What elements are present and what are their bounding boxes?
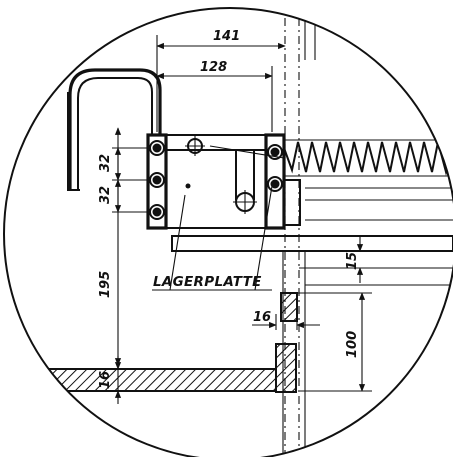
dim-32a-label: 32	[98, 154, 113, 172]
dim-141-label: 141	[213, 29, 240, 44]
dimension-16-left: 16	[98, 356, 122, 404]
dim-16-left-label: 16	[98, 371, 113, 389]
rails	[171, 187, 453, 286]
right-bracket	[264, 133, 301, 230]
part-label-group: LAGERPLATTE	[152, 185, 273, 291]
detail-circle	[3, 7, 453, 457]
tube-bracket	[67, 68, 162, 191]
dim-16-mid-label: 16	[253, 310, 271, 325]
dimension-100: 100	[297, 292, 372, 392]
dimension-32-stack: 32 32	[98, 147, 150, 213]
floor-hatch	[4, 368, 277, 392]
coil-spring	[209, 139, 453, 177]
dimension-15: 15	[299, 236, 370, 283]
hatched-profile	[275, 292, 298, 393]
dim-32b-label: 32	[98, 186, 113, 204]
dim-195-label: 195	[98, 271, 113, 298]
dimension-141: 141	[156, 29, 286, 132]
dim-128-label: 128	[200, 60, 227, 75]
dimension-128: 128	[156, 60, 273, 132]
dim-100-label: 100	[345, 331, 360, 358]
dim-15-label: 15	[345, 252, 360, 270]
dimension-195: 195	[98, 127, 122, 366]
bearing-plate	[146, 133, 267, 230]
dimension-16-mid: 16	[252, 310, 320, 330]
part-label-lagerplatte: LAGERPLATTE	[153, 274, 262, 290]
